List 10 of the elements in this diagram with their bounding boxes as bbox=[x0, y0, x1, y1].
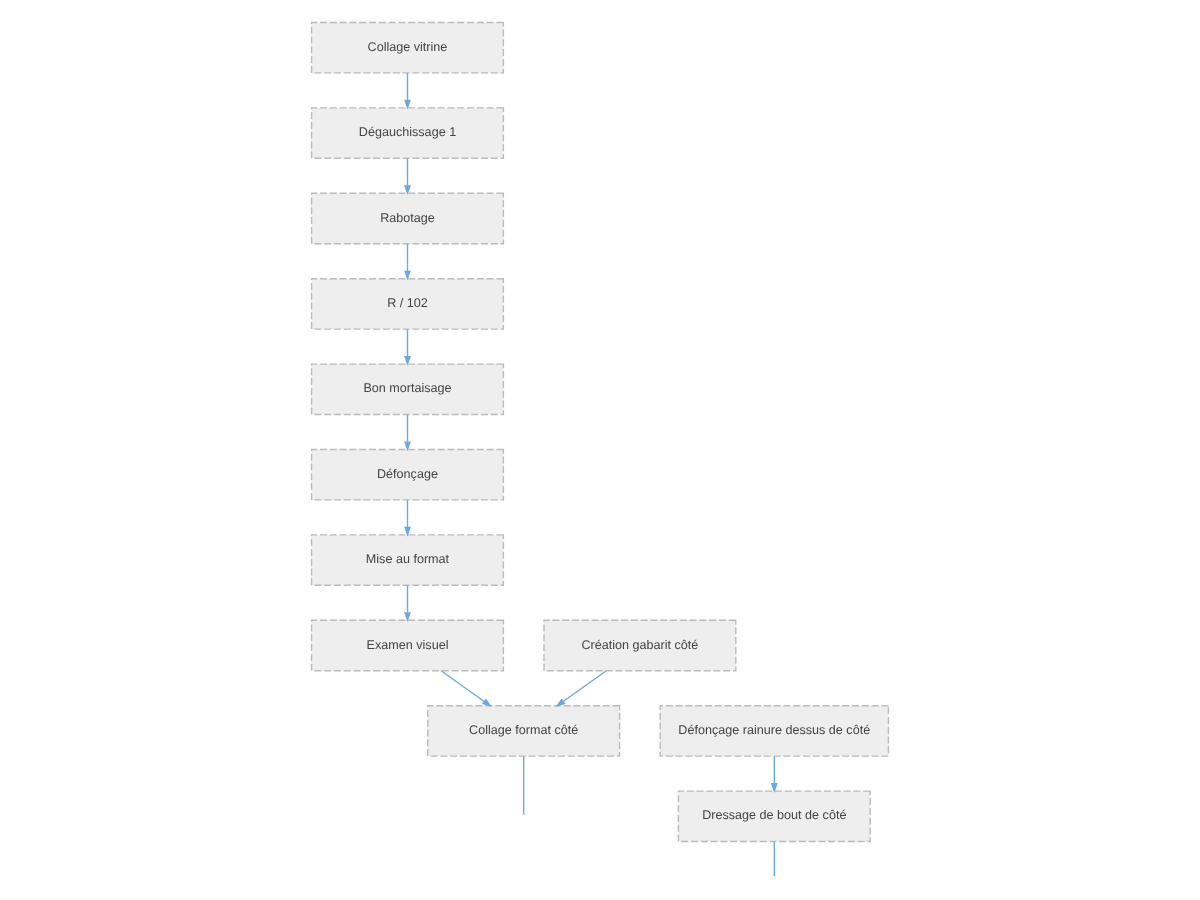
arrow bbox=[404, 157, 411, 196]
arrow bbox=[404, 584, 411, 623]
arrow bbox=[404, 499, 411, 537]
arrow bbox=[404, 328, 411, 366]
connector bbox=[523, 755, 525, 816]
connector bbox=[773, 840, 775, 877]
arrow bbox=[404, 243, 411, 281]
arrow bbox=[770, 755, 778, 793]
arrow bbox=[404, 413, 411, 452]
arrow bbox=[404, 72, 411, 110]
